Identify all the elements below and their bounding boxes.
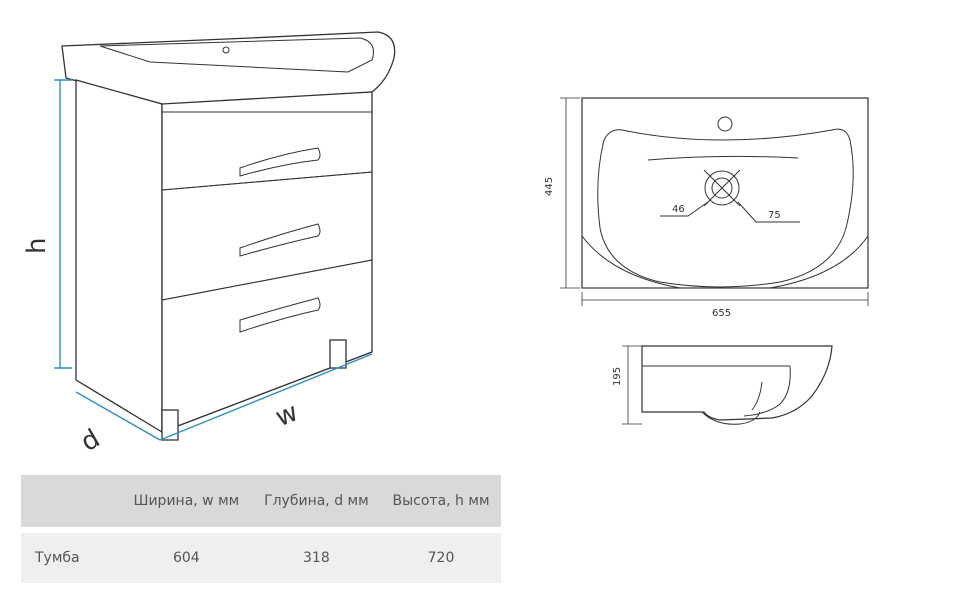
drawer-handle-3 (239, 297, 321, 333)
depth-dimension: 445 (544, 177, 555, 196)
basin-ridge (647, 155, 799, 161)
table-header-row: Ширина, w мм Глубина, d мм Высота, h мм (21, 475, 501, 527)
basin-bowl (597, 128, 854, 288)
profile-height-dimension: 195 (612, 367, 623, 386)
table-cell-width: 604 (121, 533, 252, 583)
dimensions-table: Ширина, w мм Глубина, d мм Высота, h мм … (21, 475, 501, 583)
basin-outline (581, 97, 869, 289)
table-header-width: Ширина, w мм (121, 475, 252, 527)
table-cell-height: 720 (381, 533, 501, 583)
basin-edge-outer-right (769, 235, 869, 289)
table-row: Тумба 604 318 720 (21, 533, 501, 583)
tap-hole (222, 46, 230, 54)
drawer-handle-2 (239, 223, 321, 257)
width-dimension: 655 (712, 308, 731, 319)
drain-dimension: 46 (672, 204, 685, 215)
drawer-handle-1 (239, 147, 321, 177)
drawer-3 (161, 259, 373, 433)
table-cell-name: Тумба (21, 533, 121, 583)
table-header-depth: Глубина, d мм (251, 475, 382, 527)
table-header-height: Высота, h мм (381, 475, 501, 527)
overflow-dimension: 75 (768, 210, 781, 221)
cabinet-leg-front (161, 409, 179, 441)
cabinet-isometric-drawing: h d w (22, 31, 396, 458)
table-cell-depth: 318 (251, 533, 382, 583)
table-header-empty (21, 475, 121, 527)
basin-edge-outer (581, 235, 681, 289)
height-label: h (22, 238, 52, 254)
basin-profile-outline (641, 345, 833, 421)
drain-circle-inner (711, 177, 733, 199)
basin-rim (99, 37, 374, 73)
tap-hole-plan (717, 116, 733, 132)
drain-circle-outer (704, 170, 740, 206)
